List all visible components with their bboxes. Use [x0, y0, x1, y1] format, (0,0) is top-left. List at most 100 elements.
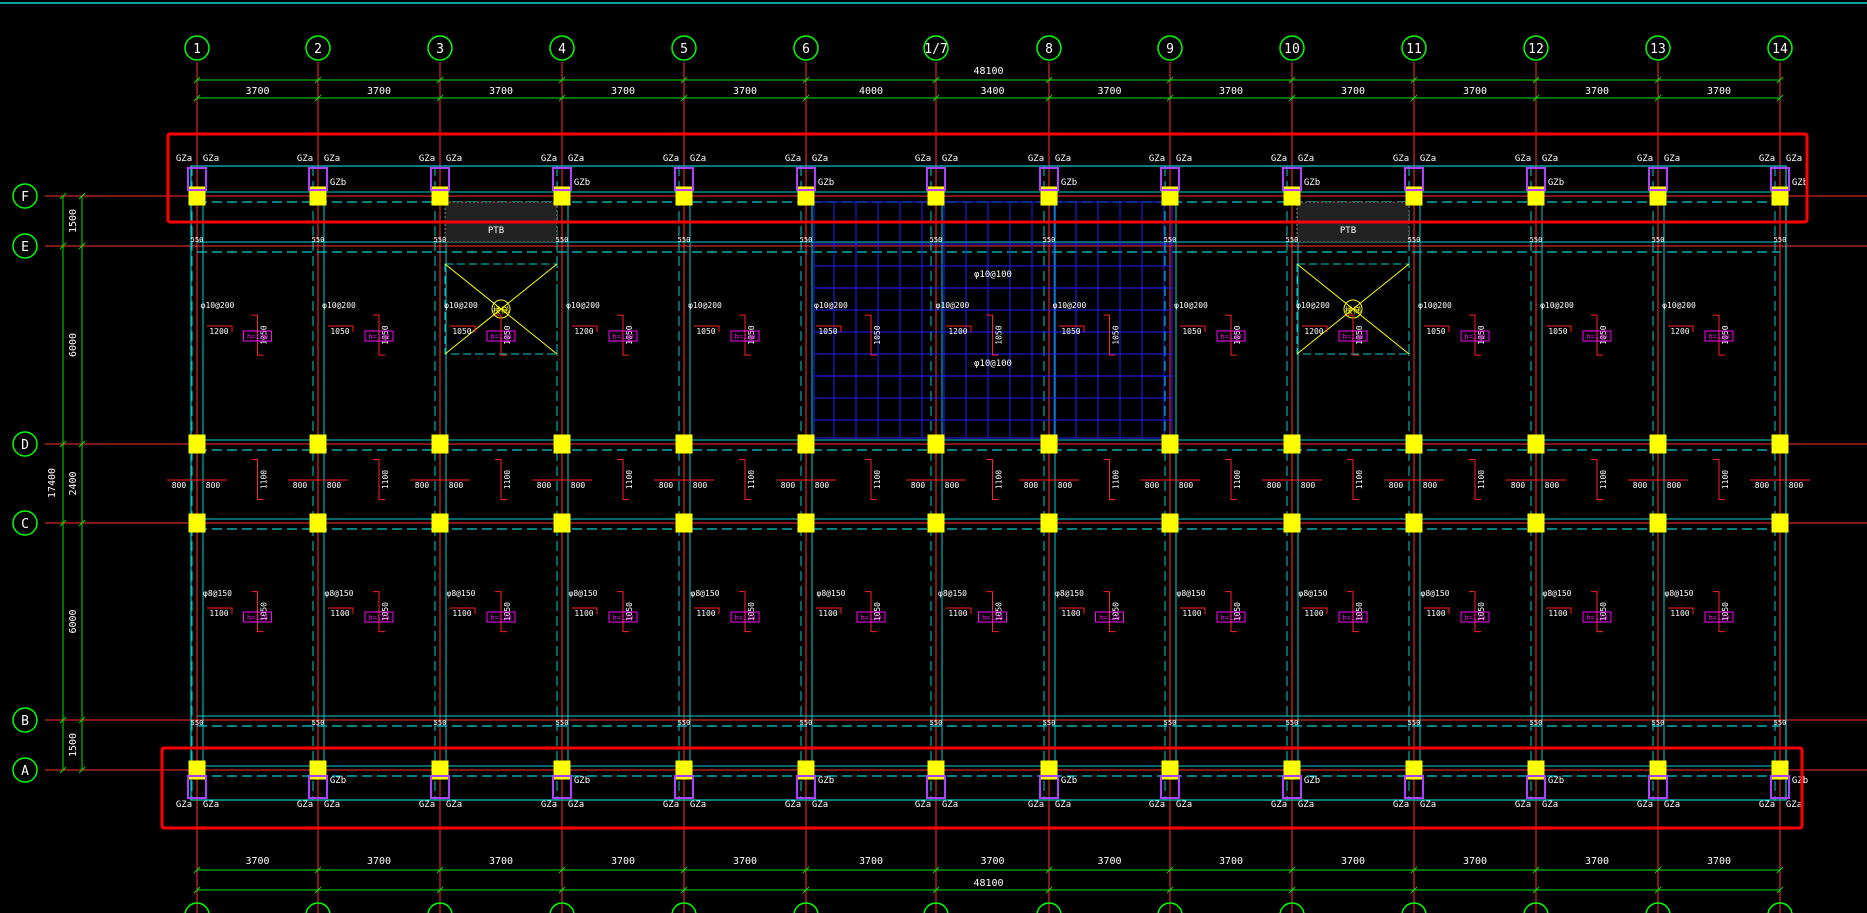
dim-tick: [558, 866, 566, 874]
rebar-spec-label: φ8@150: [569, 589, 598, 598]
rebar-length-label: 1100: [1721, 470, 1730, 489]
rebar-length-label: 1200: [948, 327, 967, 336]
slab-thickness-label: h=110: [734, 614, 755, 622]
grid-bubble-top: [1767, 35, 1793, 61]
rebar-length-label: 1050: [260, 325, 269, 344]
bottom-span-dimension: 3700: [1341, 856, 1365, 867]
constructional-column-outline: [674, 775, 694, 799]
grid-bubble-label: 10: [1284, 42, 1300, 57]
bottom-span-dimension: 3700: [1707, 856, 1731, 867]
column-tag-label: GZa: [568, 154, 584, 164]
rebar-bracket: [946, 325, 972, 332]
rebar-length-label: 1100: [1355, 470, 1364, 489]
highlight-box-top: [166, 132, 1809, 224]
column-tag-label: GZa: [1515, 154, 1531, 164]
grid-bubble-bottom: [549, 902, 575, 913]
rebar-bracket: [1546, 325, 1572, 332]
constructional-column-outline: [430, 167, 450, 191]
dim-tick: [314, 886, 322, 894]
slab-thickness-label: h=110: [612, 614, 633, 622]
rebar-bracket: [986, 459, 999, 501]
structural-column: [553, 186, 571, 206]
rebar-length-label: 1050: [503, 325, 512, 344]
grid-bubble-top: [1645, 35, 1671, 61]
rebar-length-label: 1100: [1182, 609, 1201, 618]
left-span-dimension: 1500: [68, 209, 79, 233]
grid-bubble-bottom: [1157, 902, 1183, 913]
column-tag-label: GZa: [1637, 154, 1653, 164]
short-dimension: 800: [206, 481, 221, 490]
grid-bubble-bottom: [305, 902, 331, 913]
rebar-length-label: 1100: [1304, 609, 1323, 618]
dim-tick: [1776, 866, 1784, 874]
dim-tick: [1532, 94, 1540, 102]
grid-bubble-label: 1/7: [924, 42, 947, 57]
structural-column: [1405, 513, 1423, 533]
rebar-spec-label: φ10@200: [566, 301, 600, 310]
slab-thickness-tag: [486, 611, 516, 623]
bottom-span-dimension: 3700: [611, 856, 635, 867]
short-dimension: 800: [1545, 481, 1560, 490]
constructional-column-outline: [674, 167, 694, 191]
dim-tick: [436, 886, 444, 894]
constructional-column-outline: [308, 167, 328, 191]
rebar-spec-label: φ10@200: [1418, 301, 1452, 310]
slab-thickness-label: h=110: [734, 333, 755, 341]
rebar-bracket: [1469, 314, 1481, 356]
column-tag-label: GZa: [1298, 800, 1314, 810]
grid-bubble-top: [923, 35, 949, 61]
short-dimension: 800: [1423, 481, 1438, 490]
structural-column: [1040, 760, 1058, 780]
dim-tick: [436, 94, 444, 102]
short-dimension: 550: [556, 719, 569, 727]
grid-bubble-row-label: A: [21, 764, 29, 779]
rebar-length-label: 1050: [873, 325, 882, 344]
column-tag-label: GZa: [1542, 800, 1558, 810]
slab-thickness-tag: [1216, 330, 1246, 342]
dim-tick: [1288, 76, 1296, 84]
structural-column: [309, 760, 327, 780]
rebar-bracket: [207, 607, 233, 614]
rebar-length-label: 1100: [452, 609, 471, 618]
dim-tick: [59, 440, 67, 448]
rebar-spec-label: φ8@150: [817, 589, 846, 598]
dim-tick: [1776, 94, 1784, 102]
short-dimension: 550: [1530, 236, 1543, 244]
rebar-bracket: [1546, 607, 1572, 614]
dim-tick: [59, 766, 67, 774]
column-tag-label: GZa: [297, 154, 313, 164]
column-tag-label: GZa: [568, 800, 584, 810]
structural-column: [797, 434, 815, 454]
short-dimension: 800: [1267, 481, 1282, 490]
dim-tick: [1410, 866, 1418, 874]
dim-tick: [1532, 866, 1540, 874]
bottom-span-dimension: 3700: [733, 856, 757, 867]
constructional-column-outline: [1526, 775, 1546, 799]
column-tag-label: GZa: [1176, 154, 1192, 164]
column-tag-label: GZa: [1298, 154, 1314, 164]
structural-column: [1161, 434, 1179, 454]
structural-column: [1405, 186, 1423, 206]
rebar-bracket: [1302, 325, 1328, 332]
structural-column: [1283, 186, 1301, 206]
column-tag-label: GZa: [1149, 154, 1165, 164]
short-dimension: 550: [1164, 236, 1177, 244]
column-tag-label: GZa: [785, 800, 801, 810]
grid-bubble-row-label: B: [21, 714, 29, 729]
slab-thickness-label: h=110: [1342, 333, 1363, 341]
rebar-spec-label: φ8@150: [691, 589, 720, 598]
top-span-dimension: 3700: [1097, 86, 1121, 97]
rebar-length-label: 1100: [1112, 470, 1121, 489]
short-dimension: 550: [1652, 719, 1665, 727]
structural-column: [309, 434, 327, 454]
structural-column: [675, 186, 693, 206]
rebar-spec-label: φ8@150: [1543, 589, 1572, 598]
structural-column: [1283, 760, 1301, 780]
column-tag-label: GZa: [324, 800, 340, 810]
grid-bubble-label: 14: [1772, 42, 1788, 57]
dim-tick: [932, 94, 940, 102]
short-dimension: 550: [1530, 719, 1543, 727]
top-span-dimension: 3700: [733, 86, 757, 97]
short-dimension: 800: [1301, 481, 1316, 490]
